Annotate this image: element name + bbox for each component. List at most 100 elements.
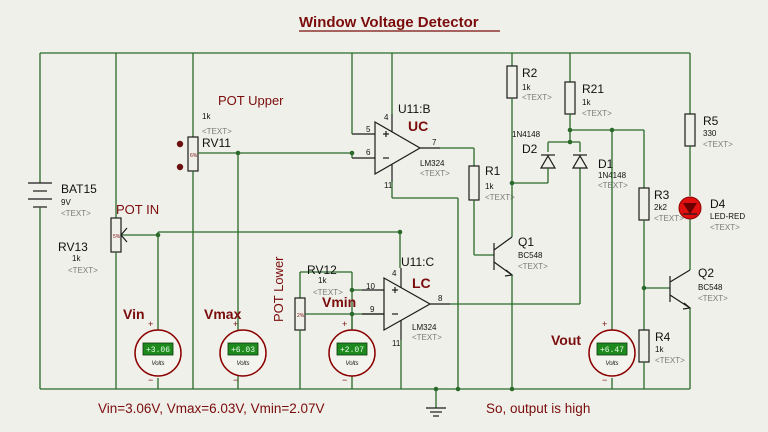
result-caption: So, output is high [486, 401, 591, 416]
rv12-text: <TEXT> [313, 288, 343, 297]
vin-reading: +3.06 [146, 346, 170, 355]
r1-text: <TEXT> [485, 193, 515, 202]
u11b-text: <TEXT> [420, 169, 450, 178]
vin-plus: + [148, 319, 153, 329]
diode-d1: D1 1N4148 <TEXT> [571, 142, 628, 190]
r2-ref: R2 [522, 66, 538, 80]
d1-ref: D1 [598, 157, 614, 171]
resistor-r2: R2 1k <TEXT> [506, 53, 552, 183]
vmax-minus: − [233, 375, 238, 385]
rv13-ref: RV13 [58, 240, 88, 254]
rv12-ref: RV12 [307, 263, 337, 277]
u11b-pin-vcc: 4 [384, 113, 389, 122]
bat15-text: <TEXT> [61, 209, 91, 218]
opamp-u11c: U11:C LC 10 9 8 4 11 LM324 <TEXT> [362, 255, 450, 348]
vmin-minus: − [342, 375, 347, 385]
r4-value: 1k [655, 345, 664, 354]
r3-text: <TEXT> [654, 214, 684, 223]
opamp-u11b: U11:B UC 5 6 7 4 11 LM324 <TEXT> [352, 102, 450, 190]
r21-value: 1k [582, 98, 591, 107]
bat15-ref: BAT15 [61, 182, 97, 196]
u11b-name: UC [408, 118, 428, 134]
diode-d2: D2 1N4148 [512, 130, 557, 183]
voltmeter-vout: +6.47 Volts + − Vout [551, 319, 636, 385]
resistor-r5: R5 330 <TEXT> [684, 53, 733, 196]
u11c-pin-gnd: 11 [392, 339, 401, 348]
resistor-r4: R4 1k <TEXT> [638, 285, 685, 389]
vmax-reading: +6.03 [231, 346, 255, 355]
u11b-part: LM324 [420, 159, 445, 168]
values-caption: Vin=3.06V, Vmax=6.03V, Vmin=2.07V [98, 401, 325, 416]
d2-part: 1N4148 [512, 130, 541, 139]
rv11-text: <TEXT> [202, 127, 232, 136]
d4-text: <TEXT> [710, 223, 740, 232]
vout-plus: + [602, 319, 607, 329]
battery-bat15: BAT15 9V <TEXT> [28, 53, 97, 389]
pot-lower-label: POT Lower [271, 256, 286, 322]
rv13-text: <TEXT> [68, 266, 98, 275]
r21-text: <TEXT> [582, 109, 612, 118]
led-d4: D4 LED-RED <TEXT> [678, 196, 745, 270]
meter-wiring [155, 150, 613, 392]
q2-ref: Q2 [698, 266, 714, 280]
vin-unit: Volts [151, 361, 164, 367]
vout-unit: Volts [605, 361, 618, 367]
u11b-pin-gnd: 11 [384, 181, 393, 190]
voltmeter-vmin: +2.07 Volts + − Vmin [322, 294, 376, 385]
transistor-q2: Q2 BC548 <TEXT> [669, 266, 728, 389]
ground-icon [426, 389, 446, 417]
vin-minus: − [148, 375, 153, 385]
bat15-value: 9V [61, 198, 71, 207]
pot-in-label: POT IN [116, 202, 159, 217]
vmax-label: Vmax [204, 306, 242, 322]
rv13-value: 1k [72, 254, 81, 263]
vmax-unit: Volts [236, 361, 249, 367]
pot-upper-rv11: 6% POT Upper 1k <TEXT> RV11 [176, 53, 284, 389]
q1-part: BC548 [518, 251, 543, 260]
vmin-reading: +2.07 [340, 346, 364, 355]
transistor-q1: Q1 BC548 <TEXT> [493, 183, 548, 389]
u11b-pin-inp: 5 [366, 125, 371, 134]
u11c-text: <TEXT> [412, 333, 442, 342]
vin-label: Vin [123, 306, 145, 322]
rv12-wiper: 2% [297, 313, 305, 319]
r5-value: 330 [703, 129, 717, 138]
r1-ref: R1 [485, 164, 501, 178]
u11b-ref: U11:B [398, 102, 430, 116]
pot-in-rv13: 5% POT IN RV13 1k <TEXT> [58, 53, 400, 389]
q2-text: <TEXT> [698, 294, 728, 303]
u11c-name: LC [412, 275, 431, 291]
u11c-pin-out: 8 [438, 294, 443, 303]
d2-ref: D2 [522, 142, 538, 156]
rv13-wiper: 5% [113, 234, 121, 240]
r21-ref: R21 [582, 82, 604, 96]
u11c-pin-inp: 10 [366, 282, 375, 291]
q2-part: BC548 [698, 283, 723, 292]
resistor-r21: R21 1k <TEXT> [564, 53, 612, 130]
diode-junction-wiring [509, 127, 644, 320]
pot-lower-rv12: 2% POT Lower RV12 1k <TEXT> [271, 256, 384, 389]
u11c-part: LM324 [412, 323, 437, 332]
diagram-title: Window Voltage Detector [299, 14, 479, 31]
d1-text: <TEXT> [598, 181, 628, 190]
r1-value: 1k [485, 182, 494, 191]
resistor-r3: R3 2k2 <TEXT> [638, 130, 684, 289]
pot-upper-label: POT Upper [218, 93, 284, 108]
u11c-pin-vcc: 4 [392, 269, 397, 278]
vout-reading: +6.47 [600, 346, 624, 355]
rv12-value: 1k [318, 276, 327, 285]
vout-label: Vout [551, 332, 581, 348]
d4-ref: D4 [710, 197, 726, 211]
r2-text: <TEXT> [522, 93, 552, 102]
r4-ref: R4 [655, 330, 671, 344]
r4-text: <TEXT> [655, 356, 685, 365]
u11c-wiring [351, 168, 581, 389]
r3-ref: R3 [654, 188, 670, 202]
vmin-plus: + [342, 319, 347, 329]
r3-value: 2k2 [654, 203, 667, 212]
u11c-ref: U11:C [401, 255, 434, 269]
vmax-plus: + [233, 319, 238, 329]
u11b-pin-out: 7 [432, 138, 437, 147]
vout-minus: − [602, 375, 607, 385]
